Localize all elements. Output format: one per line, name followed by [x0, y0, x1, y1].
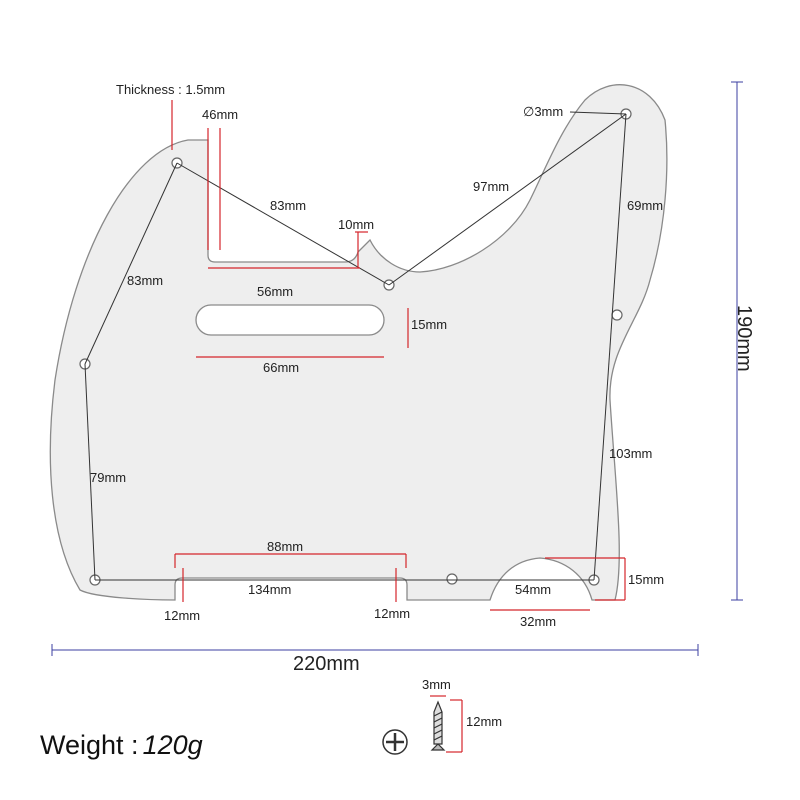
hole-span-top-right-label: 97mm — [473, 179, 509, 194]
total-width-label: 220mm — [293, 653, 360, 675]
pickguard-plate — [49, 84, 668, 601]
red-dimensions — [171, 100, 626, 611]
dimension-labels: Thickness : 1.5mm ∅3mm 46mm 83mm 10mm 97… — [90, 82, 664, 629]
screw-head-icon — [382, 729, 408, 755]
line-left-upper — [84, 162, 178, 365]
slot-width-label: 66mm — [263, 360, 299, 375]
hole-span-left-upper-label: 83mm — [127, 273, 163, 288]
screw-length-label: 12mm — [466, 714, 502, 729]
slot-height-label: 15mm — [411, 317, 447, 332]
total-height-label: 190mm — [733, 305, 755, 372]
hole-diameter-label: ∅3mm — [523, 104, 563, 119]
cutout-upper-width-label: 54mm — [515, 582, 551, 597]
line-right — [593, 113, 627, 581]
hole-span-right-lower-label: 103mm — [609, 446, 652, 461]
line-diameter-leader — [569, 111, 627, 115]
screw-side-icon — [430, 695, 446, 751]
line-left-lower — [84, 363, 96, 581]
line-top-left — [176, 162, 390, 286]
bottom-left-tab-label: 12mm — [164, 608, 200, 623]
hole-lines — [84, 111, 627, 581]
bottom-inner-width-label: 88mm — [267, 539, 303, 554]
screw-dimensions — [446, 699, 463, 753]
cutout-height-label: 15mm — [628, 572, 664, 587]
bottom-hole-span-label: 134mm — [248, 582, 291, 597]
pickup-slot — [195, 304, 385, 336]
screw-hole — [611, 309, 623, 321]
overall-dimensions — [51, 81, 743, 656]
pocket-bottom-width-label: 56mm — [257, 284, 293, 299]
notch-width-label: 10mm — [338, 217, 374, 232]
cutout-lower-width-label: 32mm — [520, 614, 556, 629]
weight-label-text: Weight : — [40, 730, 139, 760]
screw-head-label: 3mm — [422, 677, 451, 692]
hole-span-left-lower-label: 79mm — [90, 470, 126, 485]
weight-label: Weight :120g — [40, 730, 203, 760]
hole-span-right-upper-label: 69mm — [627, 198, 663, 213]
hole-span-top-left-label: 83mm — [270, 198, 306, 213]
weight-value: 120g — [143, 730, 203, 760]
thickness-label: Thickness : 1.5mm — [116, 82, 225, 97]
screw-hole — [446, 573, 458, 585]
pocket-top-width-label: 46mm — [202, 107, 238, 122]
bottom-right-tab-label: 12mm — [374, 606, 410, 621]
line-top-right — [388, 113, 627, 286]
